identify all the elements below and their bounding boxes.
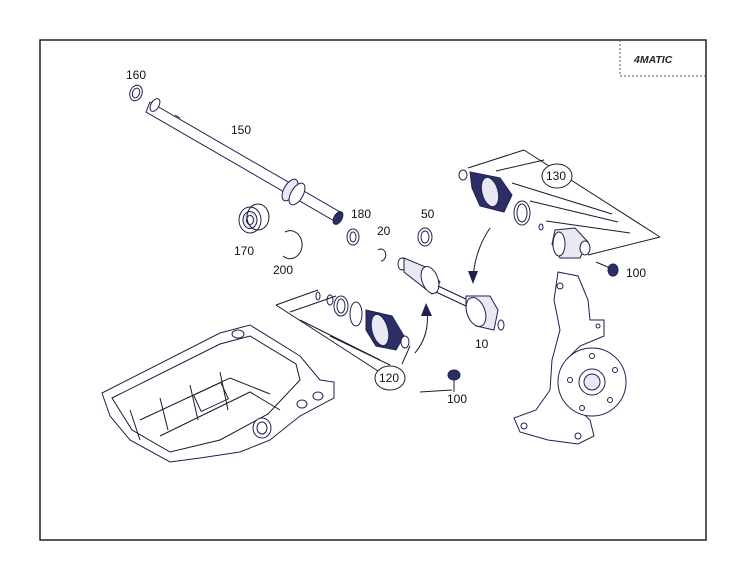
callout-100-left: 100 — [447, 392, 467, 406]
arrow-down-right — [468, 227, 491, 284]
callout-200: 200 — [273, 263, 293, 277]
boot-kit-130[interactable] — [458, 169, 591, 259]
callout-120: 120 — [379, 371, 399, 385]
ring-160[interactable] — [128, 83, 145, 102]
callout-160: 160 — [126, 68, 146, 82]
callout-circle-130 — [541, 163, 573, 189]
leader-lines-120 — [275, 289, 411, 372]
shaft-150[interactable] — [145, 97, 345, 226]
bolt-100-right[interactable] — [595, 261, 619, 277]
oil-pan[interactable] — [101, 324, 335, 463]
callout-170: 170 — [234, 244, 254, 258]
callout-100-right: 100 — [626, 266, 646, 280]
leader-lines-130 — [467, 149, 661, 256]
drive-shaft-10[interactable] — [397, 257, 505, 331]
ring-50[interactable] — [417, 227, 433, 247]
arrow-up-left — [414, 303, 432, 354]
callout-130: 130 — [546, 169, 566, 183]
callout-180: 180 — [351, 207, 371, 221]
ring-180[interactable] — [346, 228, 360, 246]
callout-10: 10 — [475, 337, 489, 351]
circlip-200[interactable] — [282, 230, 303, 260]
callout-labels: 160 150 180 50 20 170 200 130 100 10 120… — [126, 68, 646, 406]
callout-50: 50 — [421, 207, 435, 221]
steering-knuckle[interactable] — [513, 271, 627, 445]
callout-150: 150 — [231, 123, 251, 137]
bearing-170[interactable] — [238, 203, 270, 234]
4matic-badge-text: 4MATIC — [633, 54, 673, 66]
4matic-badge: 4MATIC — [619, 40, 706, 77]
callout-circle-120 — [374, 365, 406, 391]
boot-kit-120[interactable] — [315, 291, 410, 351]
callout-20: 20 — [377, 224, 391, 238]
diagram-frame — [39, 39, 707, 541]
clip-20[interactable] — [377, 248, 387, 262]
bolt-100-left[interactable] — [419, 369, 461, 393]
